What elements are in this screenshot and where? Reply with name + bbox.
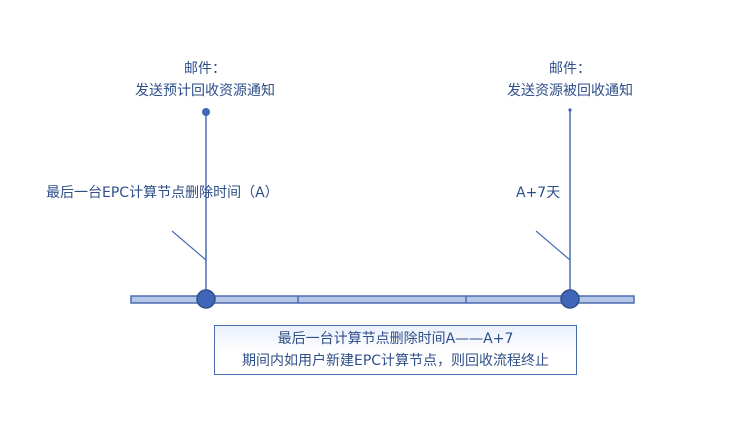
timeline-bar: [130, 295, 635, 304]
end-email-title: 邮件：: [549, 61, 591, 77]
start-email-callout: 邮件： 发送预计回收资源通知: [100, 58, 310, 102]
start-time-label: 最后一台EPC计算节点删除时间（A）: [46, 185, 279, 201]
end-node: [560, 289, 580, 309]
start-node: [196, 289, 216, 309]
start-leader-line: [171, 230, 207, 261]
start-email-title: 邮件：: [184, 61, 226, 77]
end-email-callout: 邮件： 发送资源被回收通知: [470, 58, 670, 102]
note-box: 最后一台计算节点删除时间A——A+7 期间内如用户新建EPC计算节点，则回收流程…: [214, 325, 577, 375]
end-pin-head: [568, 108, 572, 112]
end-leader-line: [535, 230, 571, 261]
note-line-2: 期间内如用户新建EPC计算节点，则回收流程终止: [241, 353, 550, 369]
end-email-text: 发送资源被回收通知: [507, 83, 633, 99]
end-time-label: A+7天: [516, 185, 561, 201]
start-email-text: 发送预计回收资源通知: [135, 83, 275, 99]
note-line-1: 最后一台计算节点删除时间A——A+7: [277, 331, 514, 347]
start-pin-head: [202, 108, 210, 116]
